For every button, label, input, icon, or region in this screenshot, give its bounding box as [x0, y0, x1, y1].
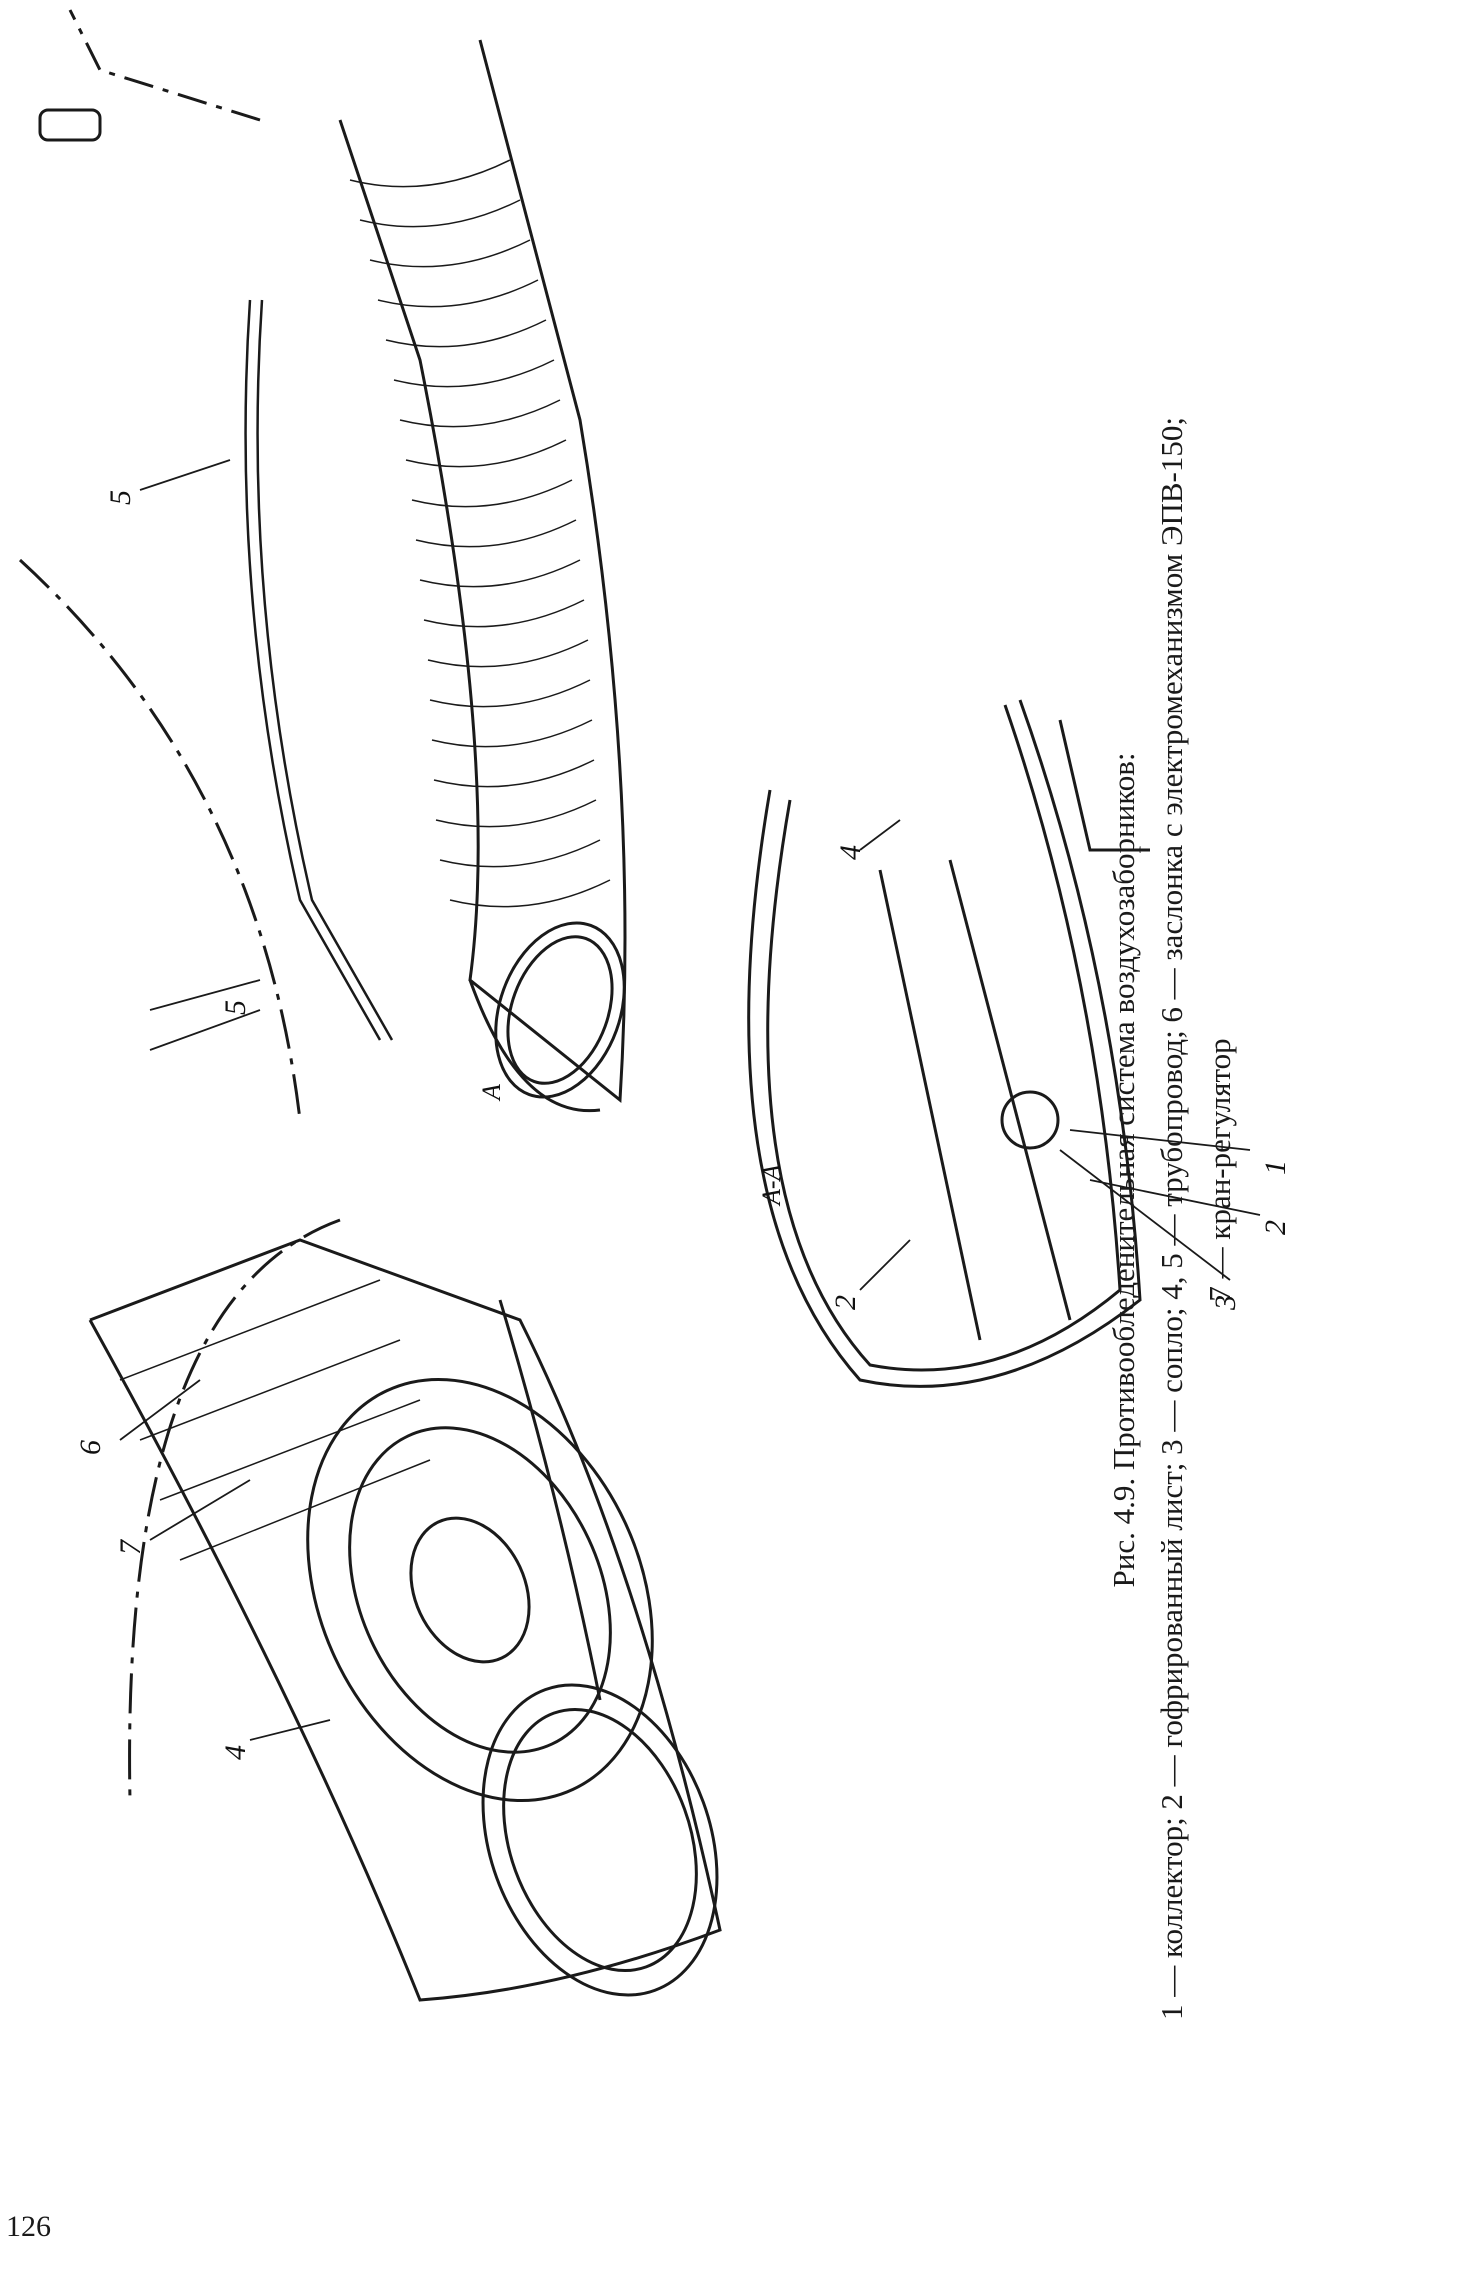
- caption-legend-line-1: 1 — коллектор; 2 — гофрированный лист; 3…: [1154, 417, 1189, 2020]
- figure-caption: Рис. 4.9. Противообледенительная система…: [1100, 320, 1460, 2020]
- callout-5-b: 5: [219, 1000, 252, 1015]
- callout-5-a: 5: [104, 490, 137, 505]
- section-a-a-drawing: [747, 699, 1150, 1388]
- callout-4-b: 4: [219, 1745, 252, 1760]
- leader-lines: [119, 459, 1261, 1741]
- callout-4-a: 4: [834, 845, 867, 860]
- callout-6: 6: [74, 1440, 107, 1455]
- caption-title: Рис. 4.9. Противообледенительная система…: [1106, 752, 1141, 1588]
- callout-2-a: 2: [829, 1295, 862, 1310]
- callout-2-b: 2: [1259, 1220, 1292, 1235]
- caption-legend-line-2: 7 — кран-регулятор: [1202, 1038, 1237, 1302]
- section-label: А-А: [757, 1164, 786, 1207]
- drawing-callouts: 1 2 2 3 4 4 5 5 6 7 А-А А: [74, 490, 1292, 1760]
- page-number: 126: [6, 2210, 51, 2243]
- callout-1: 1: [1259, 1160, 1292, 1175]
- callout-3: 3: [1209, 1295, 1242, 1311]
- callout-7: 7: [114, 1538, 147, 1555]
- engine-intake-drawing: [88, 1218, 722, 2002]
- section-mark-a: А: [477, 1084, 506, 1102]
- corrugated-duct-drawing: [18, 9, 627, 1121]
